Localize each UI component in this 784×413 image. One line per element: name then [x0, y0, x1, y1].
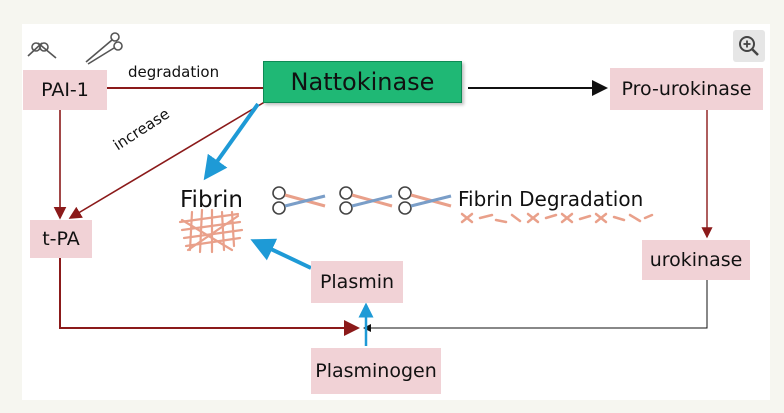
label-fibrin: Fibrin: [180, 187, 243, 213]
label-fibrin-degradation: Fibrin Degradation: [458, 187, 644, 211]
scissors-icon: [272, 186, 326, 215]
scissors-icon: [27, 42, 57, 59]
fibrin-fragments-icon: [460, 212, 654, 224]
node-plasminogen: Plasminogen: [311, 348, 441, 394]
node-urokinase: urokinase: [642, 240, 750, 280]
node-plasmin: Plasmin: [311, 261, 403, 303]
zoom-in-icon: [739, 36, 759, 56]
natto-to-fibrin-arrow: [203, 102, 260, 181]
urokinase-to-plasminogen-arrow: [363, 280, 708, 332]
zoom-button[interactable]: [733, 30, 765, 62]
label-degradation: degradation: [128, 63, 220, 81]
node-pai1: PAI-1: [23, 70, 107, 110]
plasmin-to-fibrin-arrow: [250, 238, 312, 270]
scissors-icon: [398, 186, 452, 215]
increase-arrow: [68, 99, 269, 219]
scissors-icon: [85, 32, 123, 65]
scissors-icon: [339, 186, 393, 215]
node-nattokinase: Nattokinase: [263, 61, 462, 103]
node-tpa: t-PA: [30, 220, 92, 258]
fibrin-mesh-icon: [178, 208, 244, 254]
node-pro-urokinase: Pro-urokinase: [610, 68, 763, 110]
tpa-to-plasminogen-arrow: [59, 258, 360, 336]
